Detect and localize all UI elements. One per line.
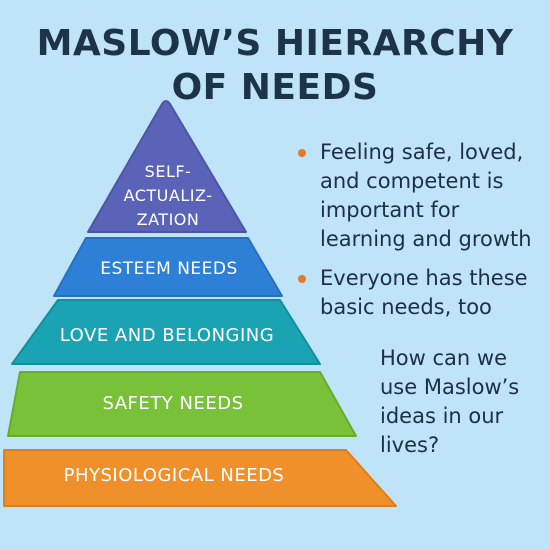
pyramid-level-self-actualization	[87, 100, 247, 233]
pyramid-level-physiological	[3, 449, 397, 507]
pyramid-level-esteem	[53, 237, 283, 297]
level-self-actualization-label: SELF- ACTUALIZ- ZATION	[88, 160, 248, 232]
bullet-dot-icon	[298, 149, 306, 157]
bullet-item: Everyone has these basic needs, too	[296, 264, 546, 322]
level-love-label: LOVE AND BELONGING	[59, 325, 275, 346]
bullet-text: Everyone has these basic needs, too	[320, 266, 528, 319]
pyramid-level-love	[11, 299, 321, 365]
level-physiological-label: PHYSIOLOGICAL NEEDS	[63, 465, 285, 486]
reflection-question: How can we use Maslow’s ideas in our liv…	[380, 346, 520, 457]
bullet-text: Feeling safe, loved, and competent is im…	[320, 140, 532, 251]
level-esteem-label: ESTEEM NEEDS	[100, 259, 238, 279]
bullet-dot-icon	[298, 275, 306, 283]
pyramid-level-safety	[7, 371, 357, 437]
title-line-2: OF NEEDS	[171, 67, 379, 108]
title-line-1: MASLOW’S HIERARCHY	[36, 23, 514, 64]
self-actualization-line-2: ACTUALIZ-	[123, 186, 213, 205]
self-actualization-line-3: ZATION	[136, 210, 200, 229]
page-title: MASLOW’S HIERARCHY OF NEEDS	[0, 22, 550, 110]
self-actualization-line-1: SELF-	[144, 162, 192, 181]
bullet-list: Feeling safe, loved, and competent is im…	[296, 138, 546, 332]
bullet-item: Feeling safe, loved, and competent is im…	[296, 138, 546, 254]
level-safety-label: SAFETY NEEDS	[102, 393, 244, 414]
